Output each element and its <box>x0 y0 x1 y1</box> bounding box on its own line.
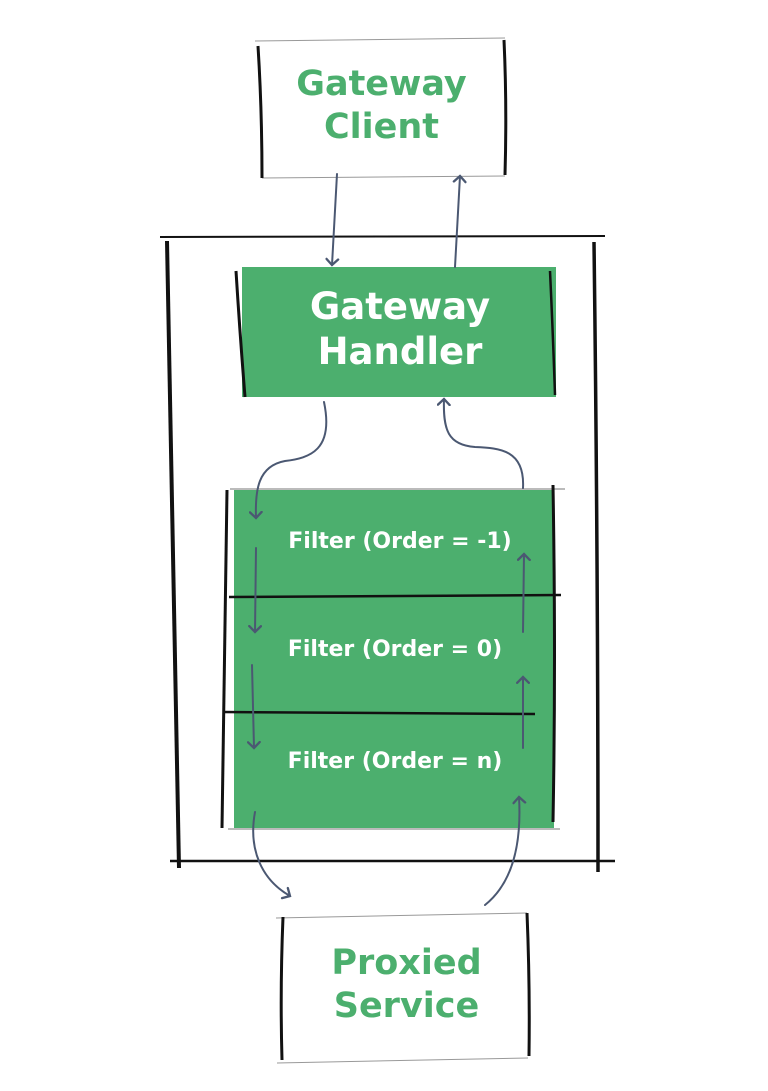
arrow-filter-up-1 <box>516 552 531 633</box>
gateway-handler-line1: Gateway <box>309 285 491 328</box>
arrow-service-to-filters <box>484 795 527 906</box>
arrow-client-to-handler <box>325 173 340 267</box>
arrow-filter-down-1 <box>248 547 263 634</box>
arrow-filters-to-handler <box>436 397 525 489</box>
proxied-service-label: Proxied Service <box>284 942 529 1027</box>
arrow-handler-to-client <box>452 174 467 268</box>
filter-stack <box>220 484 565 830</box>
gateway-handler-label: Gateway Handler <box>245 284 555 374</box>
gateway-handler-box <box>234 267 557 398</box>
filter-divider-2 <box>222 710 536 716</box>
proxied-service-box <box>275 912 531 1064</box>
filter-order-minus-1: Filter (Order = -1) <box>288 529 512 554</box>
gateway-client-line1: Gateway <box>296 64 467 104</box>
gateway-client-label: Gateway Client <box>258 63 505 148</box>
filter-divider-1 <box>228 593 562 599</box>
arrow-filters-to-service <box>252 811 292 900</box>
arrow-filter-down-2 <box>246 664 261 750</box>
proxied-service-line2: Service <box>333 985 480 1026</box>
filter-order-n: Filter (Order = n) <box>287 749 503 774</box>
gateway-container <box>159 235 615 873</box>
gateway-client-line2: Client <box>323 106 440 147</box>
arrow-handler-to-filters <box>248 401 328 520</box>
filter-order-0: Filter (Order = 0) <box>287 637 503 662</box>
proxied-service-line1: Proxied <box>331 943 482 983</box>
gateway-handler-line2: Handler <box>317 330 483 374</box>
